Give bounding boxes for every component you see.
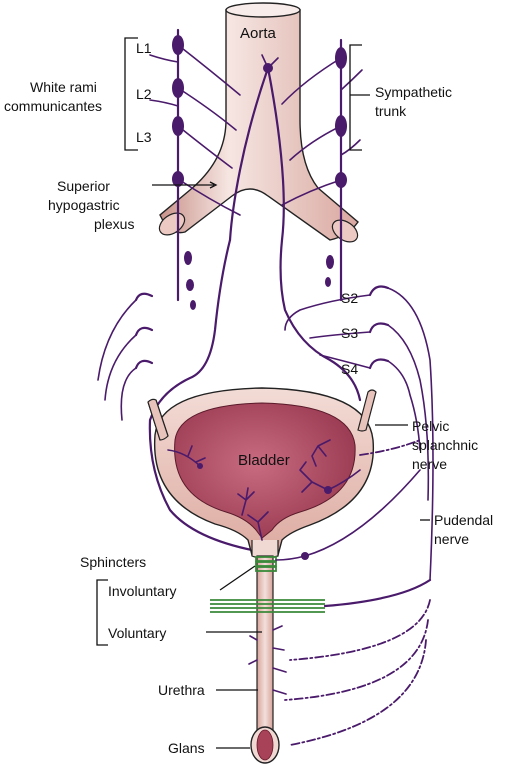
label-sympathetic-1: Sympathetic [375,84,452,100]
leaders [96,37,430,749]
voluntary-sphincter [210,599,325,613]
sacral-roots-right [284,285,434,581]
lumbar-splanchnic-nerves [149,44,363,216]
label-white-rami-2: communicantes [4,98,102,114]
label-voluntary: Voluntary [108,625,166,641]
hypogastric-nerves [148,238,362,554]
right-sympathetic-trunk [325,38,347,302]
label-s2: S2 [341,290,358,306]
label-aorta: Aorta [240,25,277,42]
ganglion-left-sacral-1 [184,251,192,265]
ganglion-right-sacral-1 [326,255,334,269]
bladder-ganglion-left [197,463,203,469]
involuntary-sphincter [255,556,277,572]
label-pelvic-3: nerve [412,456,447,472]
label-pelvic-1: Pelvic [412,418,449,434]
label-white-rami-1: White rami [30,79,97,95]
label-pudendal-1: Pudendal [434,512,493,528]
label-glans: Glans [168,740,205,756]
pudendal-nerve [248,578,432,746]
sacral-roots-left [97,292,154,421]
label-sphincters: Sphincters [80,554,146,570]
label-involuntary: Involuntary [108,583,176,599]
left-sympathetic-trunk [172,28,196,310]
aortic-plexus [228,54,285,242]
label-l3: L3 [136,129,152,145]
label-superior-3: plexus [94,216,134,232]
label-pudendal-2: nerve [434,531,469,547]
urethra [250,555,280,764]
ganglion-left-sacral-3 [190,300,196,310]
ganglion-right-sacral-2 [325,277,331,287]
label-s4: S4 [341,361,358,377]
label-bladder: Bladder [238,452,290,469]
label-pelvic-2: splanchnic [412,437,478,453]
aorta-vessel [158,2,359,243]
label-s3: S3 [341,325,358,341]
bladder-nerve-branches [167,439,421,541]
label-superior-2: hypogastric [48,197,120,213]
label-l2: L2 [136,86,152,102]
label-l1: L1 [136,40,152,56]
label-urethra: Urethra [158,682,205,698]
bladder [147,387,377,559]
sphincter-nerve [275,555,306,561]
label-sympathetic-2: trunk [375,103,407,119]
label-superior-1: Superior [57,178,110,194]
ganglion-left-sacral-2 [186,279,194,291]
